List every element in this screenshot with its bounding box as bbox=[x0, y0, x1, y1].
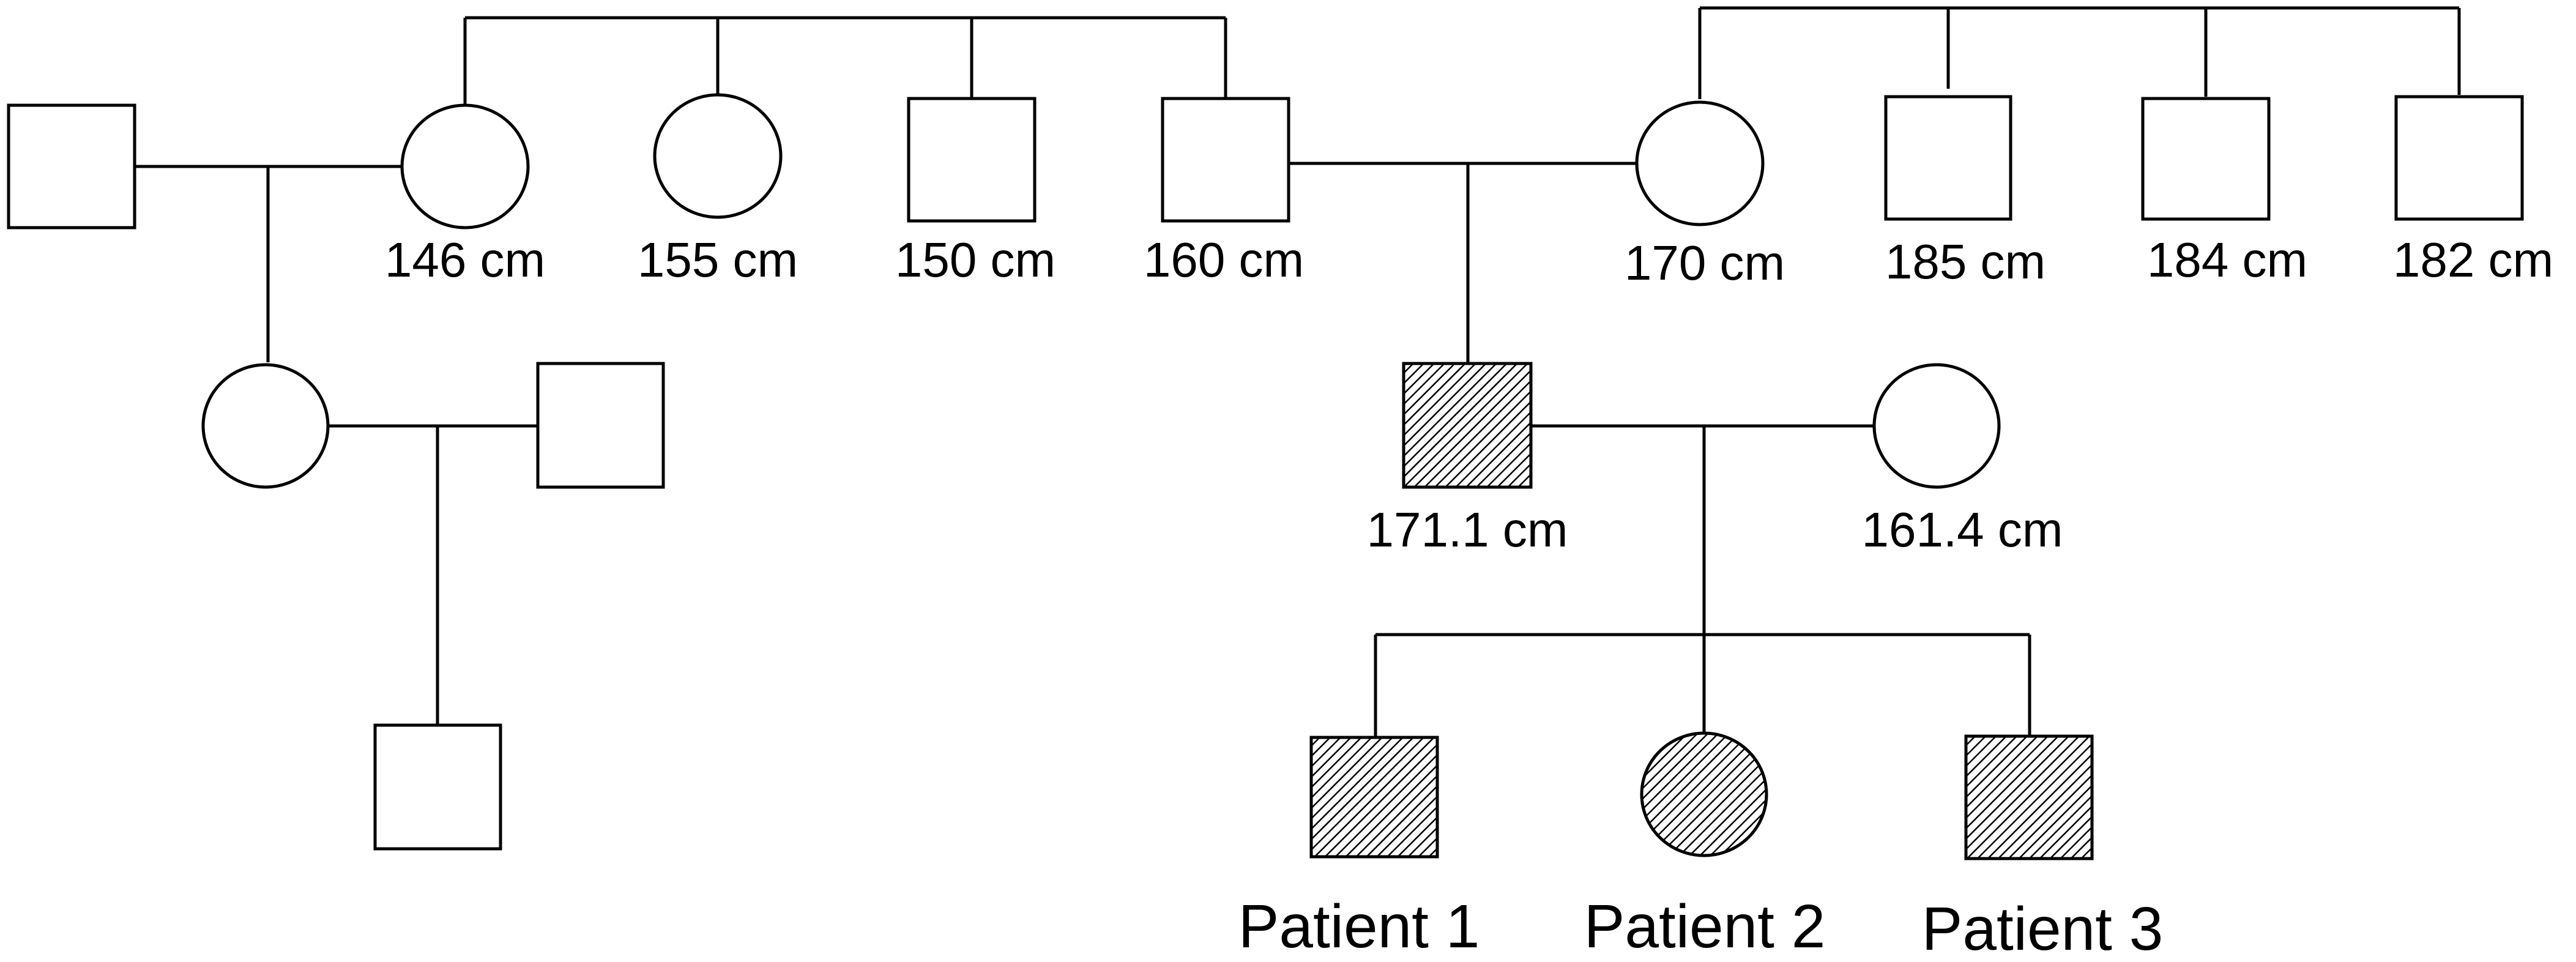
affected-male-symbol bbox=[1964, 734, 2094, 860]
height-label: 184 cm bbox=[2147, 233, 2307, 287]
individual-male-185: 185 cm bbox=[1884, 95, 2046, 289]
male-symbol bbox=[1884, 95, 2012, 221]
affected-female-symbol bbox=[1640, 731, 1768, 857]
individual-female-146: 146 cm bbox=[385, 103, 545, 287]
female-symbol bbox=[1635, 100, 1765, 226]
patient-label: Patient 2 bbox=[1584, 892, 1826, 961]
individual-male-160: 160 cm bbox=[1144, 97, 1304, 287]
male-symbol bbox=[373, 723, 502, 851]
height-label: 161.4 cm bbox=[1861, 502, 2063, 557]
individual-male-left-founder bbox=[7, 103, 136, 229]
affected-male-symbol bbox=[1402, 362, 1533, 489]
height-label: 171.1 cm bbox=[1366, 502, 1568, 557]
affected-male-symbol bbox=[1309, 736, 1439, 859]
individual-male-150: 150 cm bbox=[895, 97, 1055, 287]
individual-female-170: 170 cm bbox=[1625, 100, 1785, 290]
male-symbol bbox=[536, 362, 665, 489]
height-label: 146 cm bbox=[385, 233, 545, 287]
individual-patient-2: Patient 2 bbox=[1584, 731, 1826, 961]
female-symbol bbox=[653, 93, 783, 219]
height-label: 182 cm bbox=[2393, 233, 2553, 287]
individual-patient-3: Patient 3 bbox=[1922, 734, 2164, 962]
female-symbol bbox=[201, 363, 330, 489]
individual-male-184: 184 cm bbox=[2141, 97, 2307, 287]
male-symbol bbox=[1161, 97, 1290, 223]
individual-female-161: 161.4 cm bbox=[1861, 363, 2063, 557]
height-label: 170 cm bbox=[1625, 236, 1785, 290]
female-symbol bbox=[400, 103, 530, 229]
individual-male-182: 182 cm bbox=[2393, 95, 2553, 287]
individual-patient-1: Patient 1 bbox=[1238, 736, 1480, 961]
height-label: 160 cm bbox=[1144, 233, 1304, 287]
height-label: 150 cm bbox=[895, 233, 1055, 287]
individual-female-155: 155 cm bbox=[638, 93, 798, 287]
male-symbol bbox=[7, 103, 136, 229]
male-symbol bbox=[907, 97, 1037, 223]
female-symbol bbox=[1872, 363, 2001, 489]
individual-female-left-daughter bbox=[201, 363, 330, 489]
pedigree-lines bbox=[135, 6, 2461, 737]
individual-male-171-affected: 171.1 cm bbox=[1366, 362, 1568, 557]
individual-male-left-spouse bbox=[536, 362, 665, 489]
patient-label: Patient 1 bbox=[1238, 892, 1480, 961]
patient-label: Patient 3 bbox=[1922, 895, 2164, 962]
male-symbol bbox=[2394, 95, 2524, 221]
individual-male-left-grandson bbox=[373, 723, 502, 851]
male-symbol bbox=[2141, 97, 2271, 221]
height-label: 155 cm bbox=[638, 233, 798, 287]
height-label: 185 cm bbox=[1885, 234, 2046, 289]
